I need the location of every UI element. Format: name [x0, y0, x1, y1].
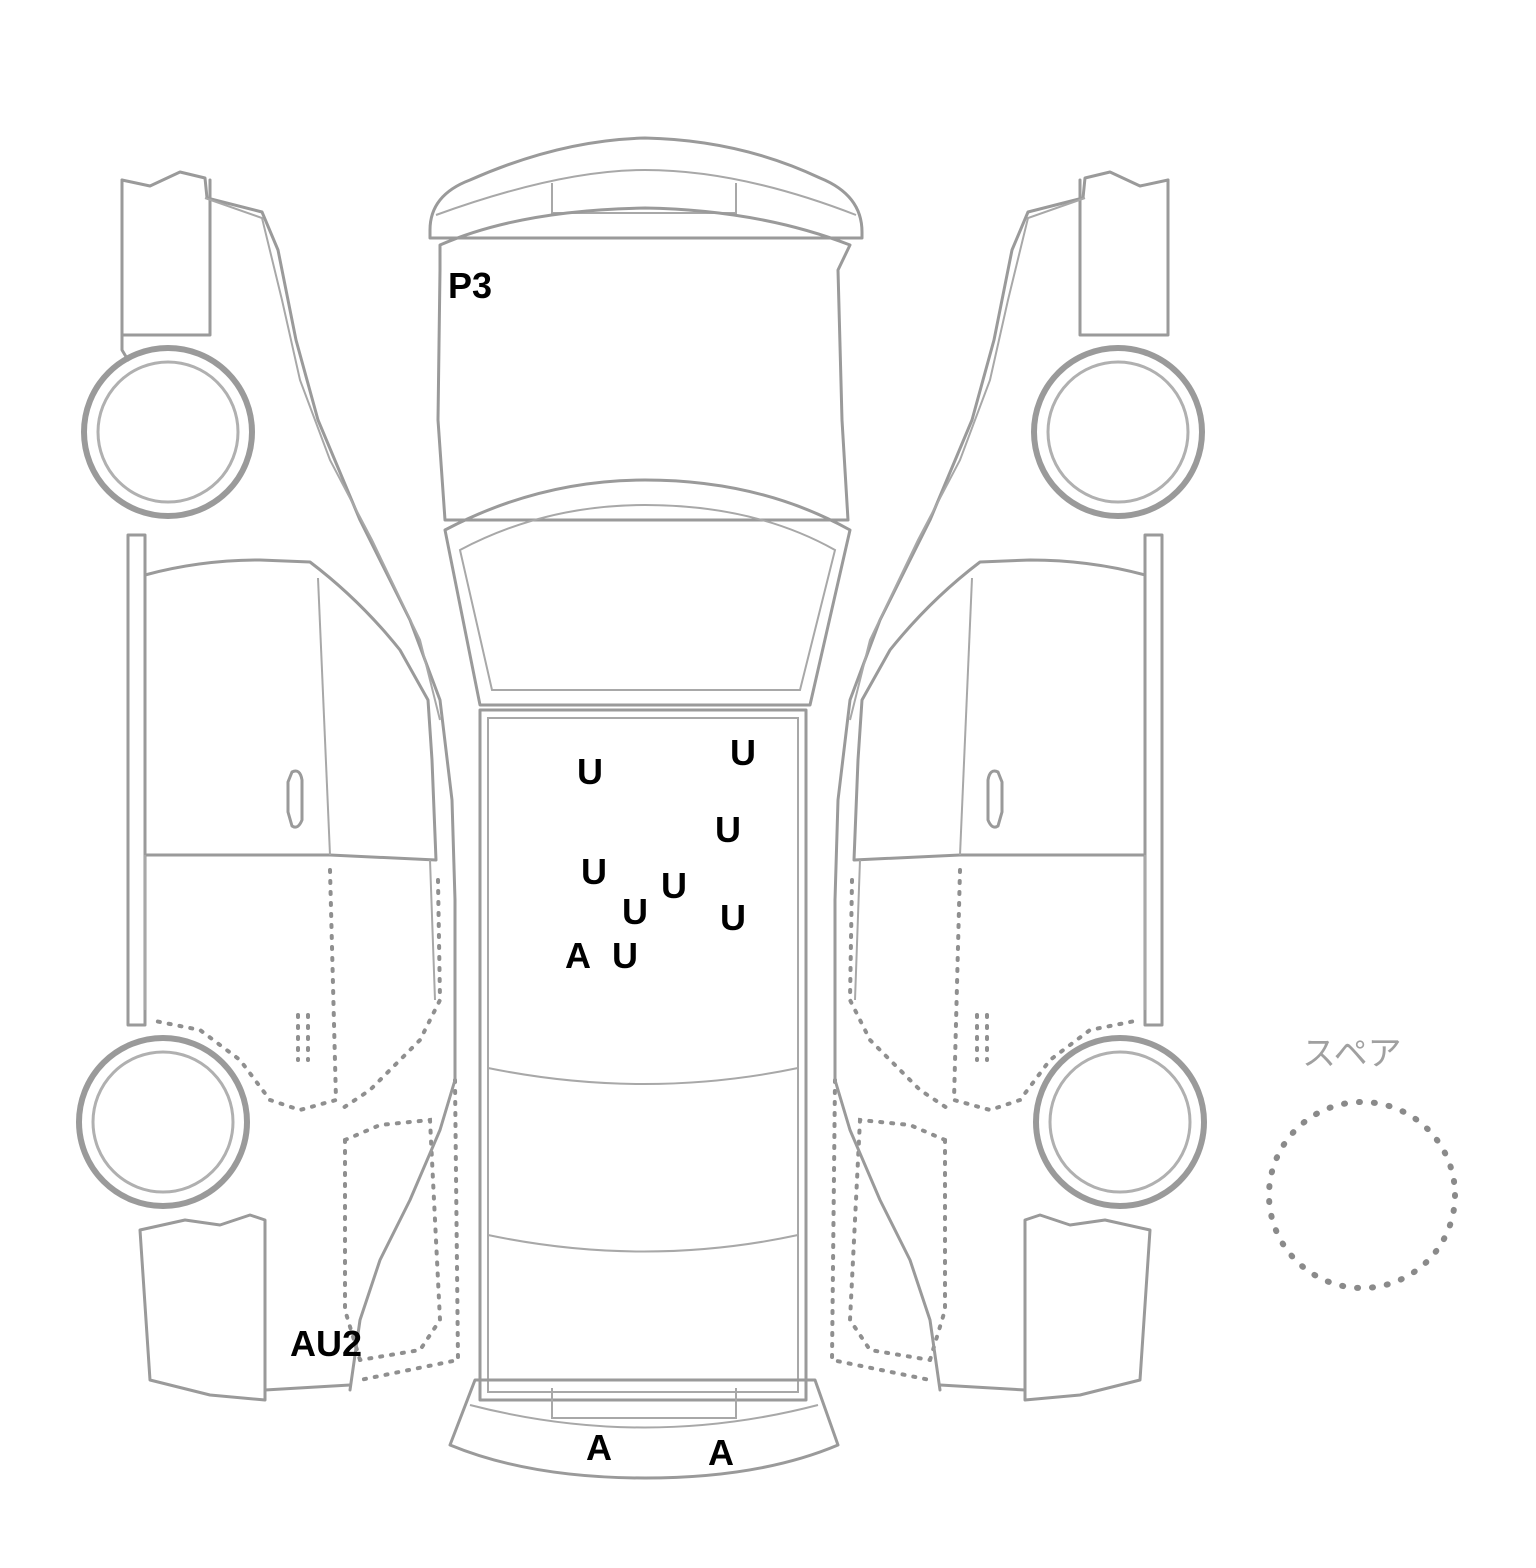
left-rear-wheel-inner: [91, 1050, 235, 1194]
left-front-wheel-outer: [81, 345, 255, 519]
car-top-view: [428, 136, 864, 1480]
right-a-pillar-line: [849, 197, 1086, 721]
damage-mark: A: [708, 1432, 734, 1473]
right-door-frame: [1143, 533, 1164, 1027]
spare-tire-circle: [1266, 1099, 1458, 1291]
top-tailgate-line: [487, 1234, 799, 1253]
left-door-handle: [286, 769, 304, 829]
left-rear-wheel-outer: [76, 1035, 250, 1209]
right-dotted-rear-2: [829, 1078, 947, 1382]
right-dotted-inner: [951, 868, 1142, 1113]
damage-marks: P3 U U U U U U U U A AU2 A A: [290, 265, 756, 1473]
left-front-door: [143, 558, 438, 862]
right-rear-quarter: [833, 898, 942, 1392]
left-door-frame: [126, 533, 147, 1027]
right-rear-lower: [938, 1383, 1027, 1392]
right-door-split: [959, 577, 973, 856]
left-dotted-rear: [343, 1117, 443, 1362]
top-rear-bumper-inner: [469, 1388, 819, 1429]
right-rear-wheel-outer: [1033, 1035, 1207, 1209]
top-rear-glass-line: [487, 1067, 799, 1085]
right-door-handle: [986, 769, 1004, 829]
damage-mark: U: [720, 897, 746, 938]
left-front-panel-edge: [120, 178, 212, 337]
left-dotted-rear-2: [343, 1078, 461, 1382]
left-rear-door-line: [144, 855, 436, 1010]
left-rear-bumper: [138, 1213, 267, 1402]
damage-mark: U: [577, 751, 603, 792]
left-dotted-inner-2: [338, 878, 443, 1112]
right-rear-door-line: [854, 855, 1146, 1010]
right-front-wheel-outer: [1031, 345, 1205, 519]
top-roof-inner: [487, 717, 799, 1393]
spare-label: スペア: [1302, 1034, 1402, 1074]
top-windshield-inner: [458, 503, 837, 691]
damage-mark: U: [661, 865, 687, 906]
left-door-split: [317, 577, 331, 856]
top-windshield-outer: [443, 478, 852, 707]
damage-mark: U: [730, 732, 756, 773]
right-dotted-rear: [847, 1117, 947, 1362]
damage-mark: U: [715, 809, 741, 850]
damage-mark: A: [586, 1427, 612, 1468]
left-rear-quarter: [348, 898, 457, 1392]
damage-mark: U: [622, 891, 648, 932]
right-rear-bumper: [1023, 1213, 1152, 1402]
right-dotted-inner-2: [847, 878, 952, 1112]
damage-mark: U: [581, 851, 607, 892]
left-dotted-lamp: [296, 1013, 310, 1062]
top-hood: [436, 206, 852, 522]
car-right-side-view: [829, 170, 1207, 1402]
right-rear-wheel-inner: [1048, 1050, 1192, 1194]
left-rear-lower: [263, 1383, 352, 1392]
left-dotted-inner: [148, 868, 339, 1113]
top-roof: [478, 708, 808, 1402]
left-front-fender: [120, 170, 457, 902]
damage-mark: P3: [448, 265, 492, 306]
right-dotted-lamp: [975, 1013, 989, 1062]
car-left-side-view: [76, 170, 461, 1402]
damage-mark: AU2: [290, 1323, 362, 1364]
right-front-panel-edge: [1078, 178, 1170, 337]
right-front-wheel-inner: [1046, 360, 1190, 504]
top-front-bumper-grille: [551, 183, 737, 214]
right-front-fender: [833, 170, 1170, 902]
spare-tire: スペア: [1266, 1034, 1458, 1291]
damage-mark: A: [565, 935, 591, 976]
top-front-bumper-line: [435, 168, 857, 216]
left-front-wheel-inner: [96, 360, 240, 504]
damage-mark: U: [612, 935, 638, 976]
left-a-pillar-line: [204, 197, 441, 721]
top-rear-bumper: [448, 1378, 840, 1480]
right-front-door: [852, 558, 1147, 862]
top-front-bumper: [428, 136, 864, 240]
